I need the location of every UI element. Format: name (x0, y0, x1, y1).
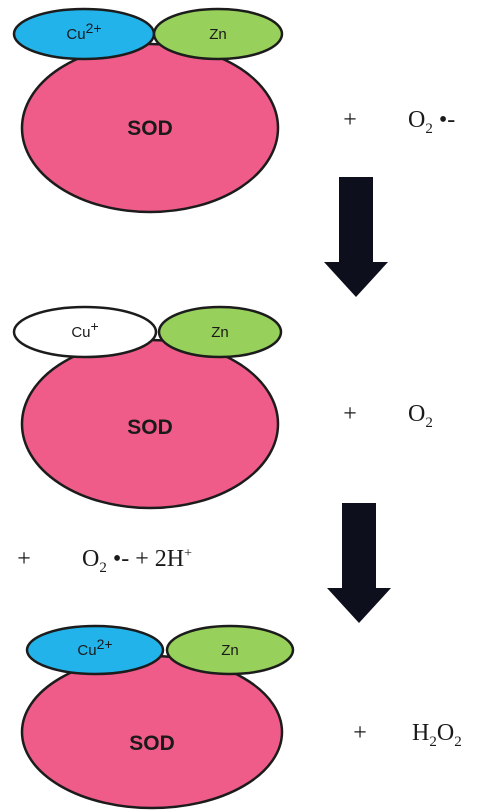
zinc-ion-2 (157, 305, 283, 359)
copper-ion-3 (25, 624, 165, 676)
arrow-down-1 (324, 177, 388, 297)
sod-label-2: SOD (127, 416, 173, 439)
plus-sign-1: + (343, 107, 357, 133)
product-oxygen: O2 (408, 401, 433, 431)
zinc-ion-1 (152, 7, 284, 61)
copper-label-3: Cu2+ (77, 636, 112, 659)
copper-label-2: Cu+ (71, 318, 98, 341)
sod-label-1: SOD (127, 117, 173, 140)
stage-1: Cu2+ Zn SOD + O2 •- (12, 7, 455, 214)
copper-ion-2 (12, 305, 158, 359)
stage-2: Cu+ Zn SOD + O2 (12, 305, 433, 510)
reactant-superoxide-protons: O2 •- + 2H+ (82, 546, 192, 576)
sod-label-3: SOD (129, 732, 175, 755)
product-hydrogen-peroxide: H2O2 (412, 720, 462, 750)
stage-3: Cu2+ Zn SOD + H2O2 (20, 624, 462, 810)
zinc-label-3: Zn (221, 642, 239, 659)
arrow-down-icon (324, 177, 388, 297)
plus-sign-3: + (353, 720, 367, 746)
plus-sign-2: + (343, 401, 357, 427)
reactant-plus-sign: + (17, 546, 31, 572)
product-superoxide: O2 •- (408, 107, 455, 137)
copper-label-1: Cu2+ (66, 20, 101, 43)
zinc-label-2: Zn (211, 324, 229, 341)
reactant-line: + O2 •- + 2H+ (17, 546, 192, 576)
zinc-label-1: Zn (209, 26, 227, 43)
arrow-down-icon (327, 503, 391, 623)
arrow-down-2 (327, 503, 391, 623)
zinc-ion-3 (165, 624, 295, 676)
